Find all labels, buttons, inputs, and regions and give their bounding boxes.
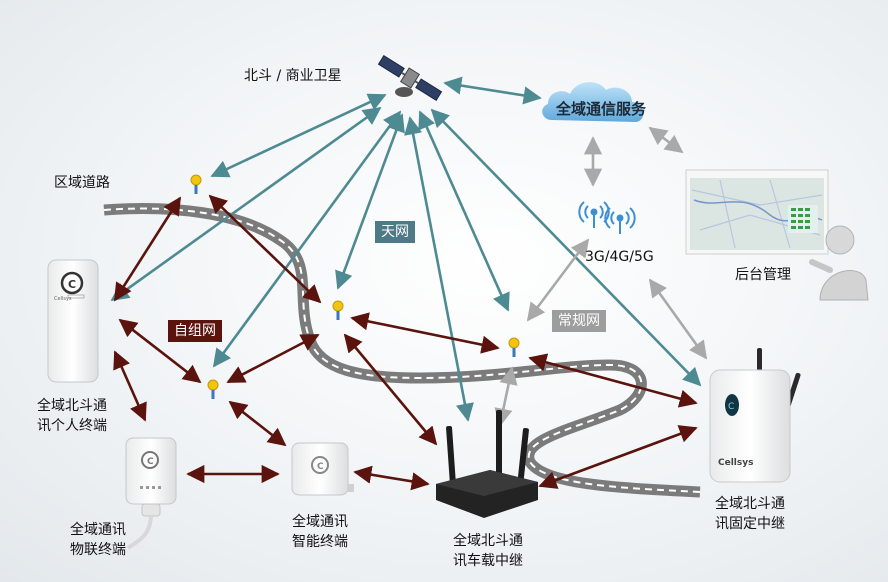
link-node1-personal [113, 196, 182, 302]
device-brand-label: Cellsys [718, 458, 753, 468]
cell-tower-icon [578, 201, 636, 234]
link-vehicle-fixed [538, 425, 698, 489]
link-personal-iot [113, 350, 147, 422]
cloud-service-label: 全域通信服务 [556, 100, 647, 118]
link-sat-cloud [443, 76, 542, 105]
satellite-label: 北斗 / 商业卫星 [244, 68, 342, 84]
svg-text:C: C [147, 457, 154, 467]
link-cell-node4 [526, 238, 590, 322]
satellite-icon [377, 55, 443, 101]
link-node3-node4 [350, 312, 500, 354]
personal-terminal-label: 全域北斗通 讯个人终端 [37, 398, 107, 434]
mesh-node-icon [332, 300, 344, 320]
ad-hoc-links [113, 194, 698, 491]
link-node2-smart [228, 400, 287, 447]
region-road-label: 区域道路 [54, 175, 110, 191]
iot-terminal-label: 全域通讯 物联终端 [70, 522, 126, 558]
link-node1-node3 [208, 194, 322, 304]
mesh-node-icon [508, 337, 520, 357]
backend-monitor [685, 169, 829, 255]
svg-text:C: C [317, 462, 324, 472]
mesh-node-icon [190, 174, 202, 194]
link-node4-fixed [528, 353, 698, 408]
mesh-nodes [190, 174, 520, 399]
person-icon [809, 225, 869, 301]
iot-terminal-device: C [125, 437, 177, 550]
smart-terminal-device: C [291, 442, 354, 496]
link-sat-node1 [210, 93, 387, 178]
svg-text:C: C [728, 402, 734, 412]
fixed-relay-device: C Cellsys [709, 348, 801, 483]
cellular-label: 3G/4G/5G [585, 249, 654, 265]
fixed-relay-label: 全域北斗通 讯固定中继 [715, 496, 785, 532]
link-cloud-backend [648, 126, 684, 154]
link-sat-node3 [335, 113, 405, 290]
regular-net-tag: 常规网 [552, 310, 606, 332]
sky-net-tag: 天网 [375, 221, 415, 243]
cloud-icon [542, 82, 644, 122]
smart-terminal-label: 全域通讯 智能终端 [292, 514, 348, 550]
link-node2-node3 [226, 333, 320, 384]
backend-label: 后台管理 [735, 267, 791, 283]
personal-terminal-device: C Cellsys [47, 259, 99, 383]
ad-hoc-net-tag: 自组网 [168, 320, 222, 342]
device-brand-label: Cellsys [54, 296, 72, 302]
link-cell-fixed [648, 278, 708, 360]
link-node3-vehicle [343, 333, 438, 446]
svg-text:C: C [68, 278, 76, 291]
regular-net-links [494, 126, 708, 427]
link-personal-node2 [118, 318, 202, 384]
mesh-node-icon [207, 379, 219, 399]
vehicle-relay-device [436, 410, 538, 518]
link-smart-vehicle [353, 465, 430, 491]
vehicle-relay-label: 全域北斗通 讯车载中继 [453, 533, 523, 569]
